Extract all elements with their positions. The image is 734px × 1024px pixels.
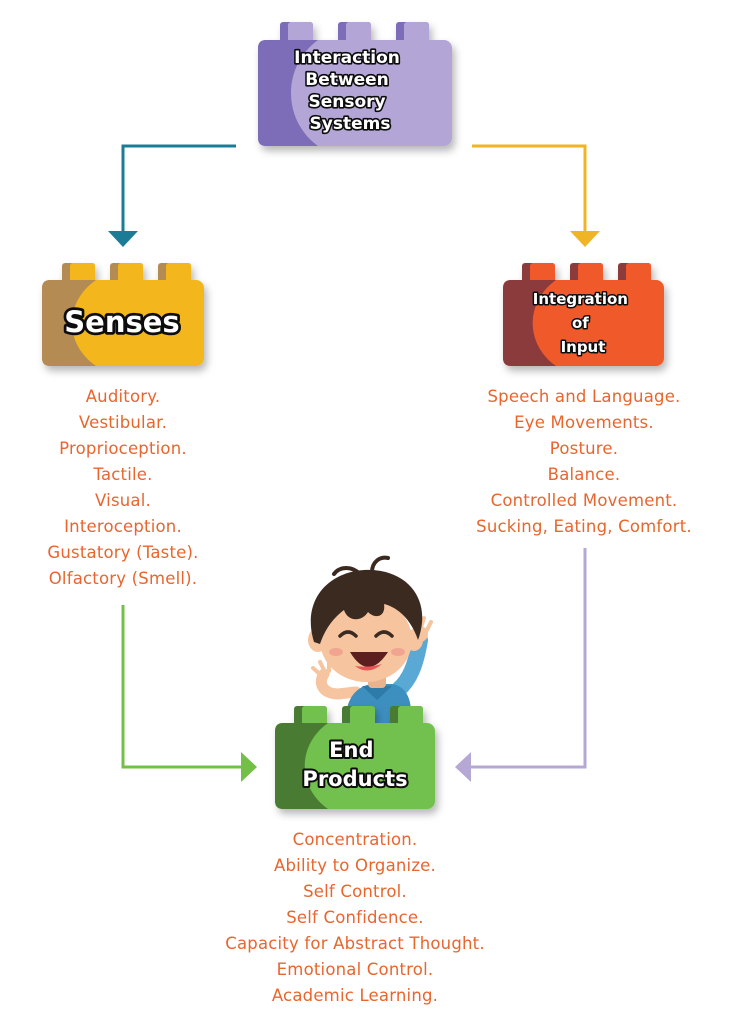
list-item: Visual.	[95, 491, 151, 510]
end-products-list: Concentration. Ability to Organize. Self…	[180, 827, 530, 1009]
integration-list: Speech and Language. Eye Movements. Post…	[444, 384, 724, 540]
integration-title-line: Input	[561, 338, 606, 356]
interaction-title: Interaction Between Sensory Systems	[294, 48, 406, 134]
list-item: Eye Movements.	[514, 413, 654, 432]
yellow-block-icon	[42, 263, 204, 366]
end-products-title: End Products	[302, 738, 407, 791]
list-item: Balance.	[547, 465, 621, 484]
block-senses: Senses	[42, 263, 204, 366]
senses-title-line: Senses	[64, 305, 179, 339]
happy-child-icon	[308, 555, 433, 725]
interaction-title-line: Systems	[310, 114, 391, 134]
block-end-products: End Products	[275, 706, 435, 809]
orange-block-icon	[503, 263, 664, 366]
list-item: Interoception.	[64, 517, 182, 536]
end-products-title-line: End	[329, 738, 373, 762]
list-item: Speech and Language.	[487, 387, 681, 406]
interaction-title-line: Interaction	[294, 48, 400, 68]
block-interaction: Interaction Between Sensory Systems	[258, 22, 452, 146]
list-item: Vestibular.	[78, 413, 168, 432]
list-item: Proprioception.	[59, 439, 187, 458]
list-item: Controlled Movement.	[490, 491, 678, 510]
list-item: Self Confidence.	[286, 908, 424, 927]
list-item: Posture.	[549, 439, 619, 458]
green-block-icon	[275, 706, 435, 809]
list-item: Sucking, Eating, Comfort.	[476, 517, 692, 536]
list-item: Olfactory (Smell).	[48, 569, 198, 588]
arrow-senses-to-end-products	[121, 605, 257, 782]
list-item: Concentration.	[292, 830, 418, 849]
integration-title: Integration of Input	[533, 290, 633, 356]
list-item: Emotional Control.	[276, 960, 434, 979]
list-item: Capacity for Abstract Thought.	[225, 934, 485, 953]
integration-title-line: of	[572, 314, 589, 332]
arrow-integration-to-end-products	[455, 548, 587, 782]
interaction-title-line: Sensory	[308, 92, 385, 112]
list-item: Tactile.	[93, 465, 153, 484]
list-item: Academic Learning.	[271, 986, 439, 1005]
senses-title: Senses	[64, 305, 179, 339]
arrow-interaction-to-integration	[472, 144, 600, 247]
arrow-interaction-to-senses	[108, 144, 236, 247]
list-item: Auditory.	[85, 387, 161, 406]
list-item: Gustatory (Taste).	[47, 543, 199, 562]
list-item: Self Control.	[303, 882, 407, 901]
block-integration: Integration of Input	[503, 263, 664, 366]
purple-block-icon	[258, 22, 452, 146]
integration-title-line: Integration	[533, 290, 628, 308]
senses-list: Auditory. Vestibular. Proprioception. Ta…	[0, 384, 246, 592]
list-item: Ability to Organize.	[274, 856, 436, 875]
end-products-title-line: Products	[302, 767, 407, 791]
interaction-title-line: Between	[305, 70, 388, 90]
